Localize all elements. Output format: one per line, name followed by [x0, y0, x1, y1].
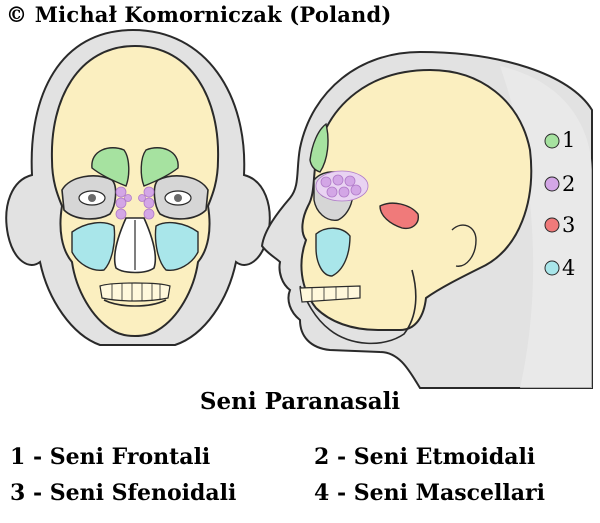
legend-label-maxillary: 4 - Seni Mascellari: [314, 480, 545, 506]
side-legend-markers: [544, 133, 560, 276]
front-view-skull: [5, 28, 271, 346]
front-pupil-left: [88, 194, 96, 202]
side-view-skull: [260, 50, 593, 389]
side-teeth: [299, 285, 361, 303]
legend-dot-4: [544, 260, 560, 276]
legend-label-sphenoid: 3 - Seni Sfenoidali: [10, 480, 237, 506]
legend-number-3: 3: [562, 213, 576, 237]
legend-number-4: 4: [562, 256, 576, 280]
side-frontal-sinus: [309, 122, 329, 173]
front-frontal-sinus-right: [140, 147, 179, 187]
front-maxillary-sinus-left: [71, 221, 116, 271]
side-jaw: [299, 269, 417, 345]
front-frontal-sinus-left: [91, 147, 130, 187]
legend-number-2: 2: [562, 172, 576, 196]
legend-label-ethmoid: 2 - Seni Etmoidali: [314, 444, 536, 470]
legend-number-1: 1: [562, 128, 576, 152]
side-teeth-lines: [311, 286, 349, 301]
side-ear: [451, 224, 477, 267]
front-upper-teeth: [99, 282, 171, 302]
side-maxillary-sinus: [315, 227, 351, 277]
front-maxillary-sinus-right: [154, 221, 199, 271]
legend-dot-1: [544, 133, 560, 149]
front-ethmoid-sinuses: [115, 186, 155, 220]
legend-dot-2: [544, 176, 560, 192]
copyright-text: © Michał Komorniczak (Poland): [6, 2, 392, 27]
side-sphenoid-sinus: [379, 202, 419, 230]
front-lips: [103, 299, 167, 307]
front-pupil-right: [174, 194, 182, 202]
side-ethmoid-sinuses: [320, 174, 362, 198]
legend-label-frontal: 1 - Seni Frontali: [10, 444, 211, 470]
legend-dot-3: [544, 217, 560, 233]
front-teeth-lines: [111, 283, 161, 301]
diagram-title: Seni Paranasali: [199, 388, 401, 415]
